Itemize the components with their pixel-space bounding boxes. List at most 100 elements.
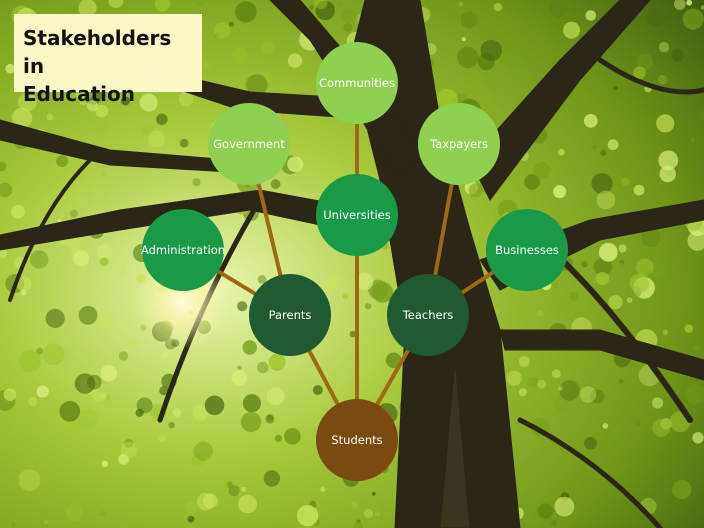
leaf-speck: [657, 75, 668, 85]
leaf-speck: [375, 511, 381, 517]
leaf-speck: [342, 293, 349, 300]
connector-lines: [216, 122, 495, 407]
leaf-speck: [11, 205, 25, 219]
leaf-speck: [537, 310, 544, 317]
leaf-speck: [120, 96, 130, 106]
leaf-speck: [493, 2, 503, 12]
leaf-speck: [652, 397, 664, 409]
leaf-speck: [260, 41, 275, 55]
leaf-speck: [78, 305, 98, 325]
leaf-speck: [99, 257, 109, 267]
leaf-speck: [581, 261, 588, 268]
leaf-speck: [118, 351, 129, 361]
node-label-administration: Administration: [141, 243, 225, 257]
leaf-speck: [314, 0, 328, 10]
node-circle: [486, 209, 568, 291]
leaf-speck: [193, 441, 213, 461]
leaf-speck: [69, 209, 78, 218]
leaf-speck: [100, 170, 107, 177]
leaf-speck: [579, 386, 597, 403]
leaf-speck: [343, 23, 353, 32]
leaf-speck: [656, 114, 675, 133]
node-taxpayers[interactable]: Taxpayers: [418, 103, 500, 185]
leaf-speck: [120, 441, 137, 459]
leaf-speck: [265, 414, 275, 424]
node-label-students: Students: [331, 433, 382, 447]
leaf-speck: [569, 291, 579, 302]
leaf-speck: [192, 404, 209, 421]
leaf-speck: [45, 308, 65, 328]
leaf-speck: [65, 503, 84, 522]
node-teachers[interactable]: Teachers: [387, 274, 469, 356]
leaf-speck: [592, 145, 597, 150]
leaf-speck: [124, 438, 134, 448]
leaf-speck: [268, 353, 286, 371]
leaf-speck: [618, 244, 627, 253]
leaf-speck: [0, 161, 7, 172]
node-universities[interactable]: Universities: [316, 174, 398, 256]
leaf-speck: [633, 184, 645, 196]
leaf-speck: [168, 422, 175, 429]
leaf-speck: [646, 8, 666, 28]
leaf-speck: [633, 66, 646, 80]
leaf-speck: [99, 510, 106, 517]
leaf-speck: [172, 408, 182, 417]
leaf-speck: [94, 121, 108, 135]
leaf-speck: [600, 149, 607, 156]
leaf-speck: [598, 242, 618, 262]
leaf-speck: [543, 482, 550, 489]
leaf-speck: [16, 276, 32, 292]
leaf-speck: [46, 113, 54, 121]
leaf-speck: [651, 263, 667, 278]
leaf-speck: [583, 92, 591, 100]
node-label-communities: Communities: [319, 76, 395, 90]
leaf-speck: [228, 21, 234, 27]
node-administration[interactable]: Administration: [141, 209, 225, 291]
leaf-speck: [692, 432, 704, 444]
leaf-speck: [87, 100, 99, 112]
node-label-government: Government: [213, 137, 285, 151]
leaf-speck: [139, 93, 158, 112]
leaf-speck: [461, 37, 466, 42]
leaf-speck: [505, 48, 524, 67]
leaf-speck: [156, 113, 168, 126]
leaf-speck: [154, 0, 170, 12]
leaf-speck: [204, 395, 225, 416]
leaf-speck: [687, 231, 704, 251]
connector-administration-parents: [216, 269, 257, 296]
node-students[interactable]: Students: [316, 399, 398, 481]
leaf-speck: [693, 344, 701, 352]
node-government[interactable]: Government: [208, 103, 290, 185]
leaf-speck: [518, 65, 528, 74]
leaf-speck: [99, 312, 114, 327]
leaf-speck: [257, 275, 267, 284]
leaf-speck: [608, 295, 623, 310]
leaf-speck: [178, 91, 194, 107]
leaf-speck: [0, 182, 13, 198]
leaf-speck: [28, 396, 38, 407]
leaf-speck: [196, 492, 215, 511]
node-label-parents: Parents: [269, 308, 312, 322]
leaf-speck: [558, 386, 563, 391]
leaf-speck: [672, 479, 692, 500]
leaf-speck: [685, 383, 704, 405]
node-businesses[interactable]: Businesses: [486, 209, 568, 291]
leaf-speck: [538, 503, 554, 519]
leaf-speck: [613, 86, 618, 91]
leaf-speck: [700, 5, 704, 10]
node-parents[interactable]: Parents: [249, 274, 331, 356]
leaf-speck: [312, 385, 323, 396]
leaf-speck: [158, 435, 166, 442]
leaf-speck: [95, 104, 109, 118]
leaf-speck: [684, 324, 693, 333]
node-communities[interactable]: Communities: [316, 42, 398, 124]
leaf-speck: [553, 185, 567, 199]
leaf-speck: [309, 5, 314, 10]
leaf-speck: [660, 418, 672, 430]
leaf-speck: [245, 74, 268, 96]
leaf-speck: [0, 247, 8, 259]
node-label-businesses: Businesses: [495, 243, 559, 257]
connector-teachers-students: [375, 348, 410, 407]
leaf-speck: [336, 1, 343, 9]
